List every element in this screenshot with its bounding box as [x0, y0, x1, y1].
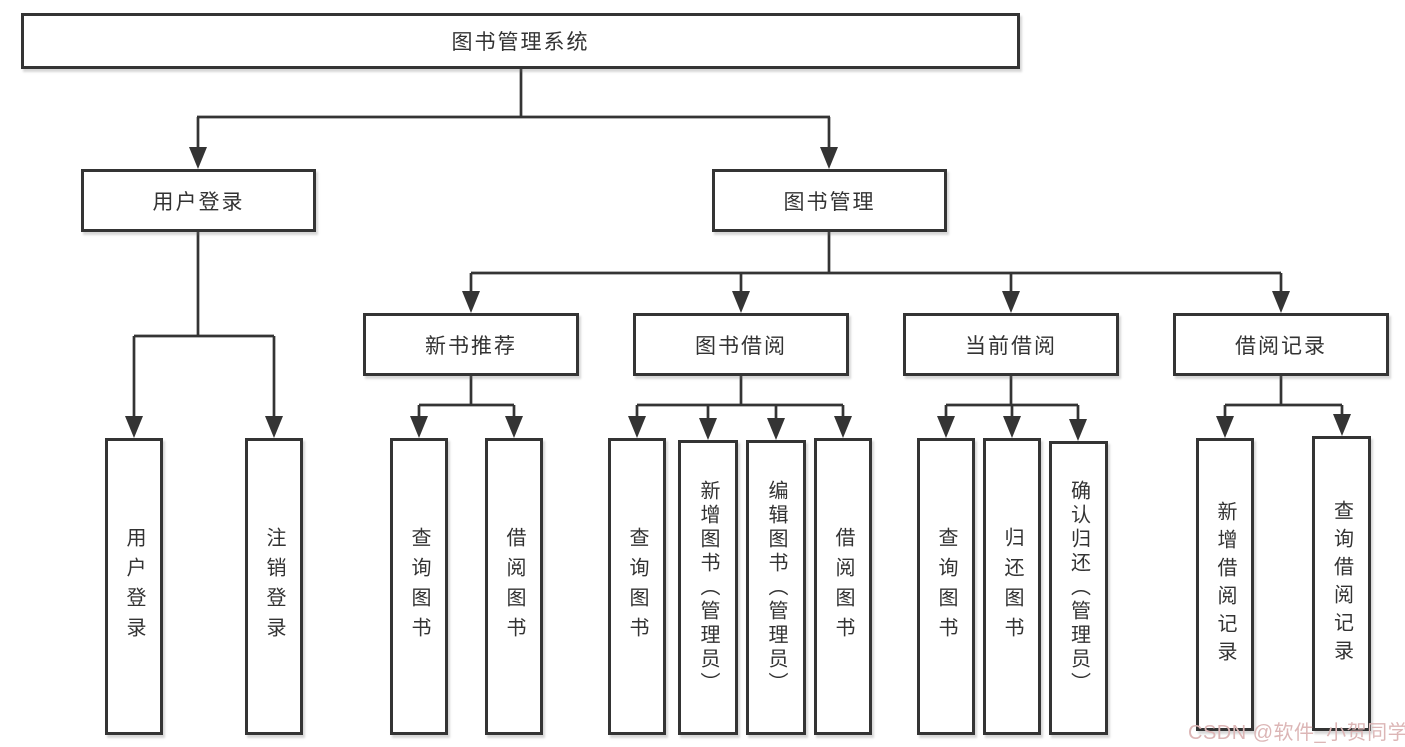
- leaf-confirm-return-admin: 确认归还（管理员）: [1049, 441, 1108, 735]
- node-label: 图书借阅: [695, 334, 787, 358]
- node-label: 图书管理: [783, 190, 876, 214]
- node-new-book-recommend: 新书推荐: [363, 313, 579, 376]
- node-label: 新书推荐: [425, 334, 517, 358]
- connector-new-book-recommend: [410, 376, 523, 438]
- leaf-query-borrow-record: 查询借阅记录: [1312, 436, 1371, 731]
- csdn-watermark: CSDN @软件_小贺同学: [1188, 722, 1405, 744]
- node-label: 查询图书: [408, 526, 430, 647]
- leaf-query-books-recommend: 查询图书: [390, 438, 448, 735]
- leaf-edit-books-admin: 编辑图书（管理员）: [746, 440, 806, 735]
- connector-current-borrow: [937, 376, 1087, 441]
- connector-root: [189, 69, 838, 169]
- leaf-borrow-books-recommend: 借阅图书: [485, 438, 543, 735]
- leaf-query-books-borrow: 查询图书: [608, 438, 666, 735]
- node-library-management-system: 图书管理系统: [21, 13, 1020, 69]
- leaf-logout: 注销登录: [245, 438, 303, 735]
- node-label: 查询借阅记录: [1330, 499, 1353, 668]
- node-label: 借阅图书: [503, 526, 525, 647]
- node-label: 查询图书: [935, 526, 957, 647]
- leaf-query-books-current: 查询图书: [917, 438, 975, 735]
- connector-book-borrow: [628, 376, 852, 440]
- leaf-borrow-books: 借阅图书: [814, 438, 872, 735]
- node-borrow-records: 借阅记录: [1173, 313, 1389, 376]
- node-label: 归还图书: [1001, 526, 1023, 647]
- node-label: 当前借阅: [965, 334, 1057, 358]
- node-label: 新增图书（管理员）: [697, 479, 719, 696]
- node-label: 查询图书: [626, 526, 648, 647]
- leaf-add-books-admin: 新增图书（管理员）: [678, 440, 738, 735]
- node-current-borrow: 当前借阅: [903, 313, 1119, 376]
- node-label: 图书管理系统: [451, 31, 590, 54]
- node-user-login: 用户登录: [81, 169, 316, 232]
- node-label: 借阅记录: [1235, 334, 1327, 358]
- node-label: 新增借阅记录: [1214, 500, 1236, 669]
- node-book-borrow: 图书借阅: [633, 313, 849, 376]
- node-label: 确认归还（管理员）: [1067, 480, 1090, 696]
- connector-book-management: [462, 232, 1290, 313]
- node-label: 编辑图书（管理员）: [765, 479, 787, 696]
- node-label: 用户登录: [123, 526, 145, 647]
- node-label: 注销登录: [263, 526, 285, 647]
- node-book-management: 图书管理: [712, 169, 947, 232]
- leaf-return-books: 归还图书: [983, 438, 1041, 735]
- connector-borrow-records: [1216, 376, 1351, 438]
- leaf-user-login: 用户登录: [105, 438, 163, 735]
- node-label: 借阅图书: [832, 526, 854, 647]
- leaf-add-borrow-record: 新增借阅记录: [1196, 438, 1254, 731]
- node-label: 用户登录: [152, 190, 245, 214]
- connector-user-login: [125, 232, 283, 438]
